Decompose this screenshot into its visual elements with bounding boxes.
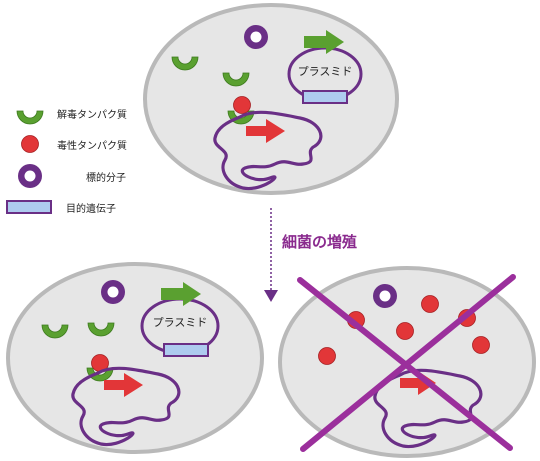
target-molecule-icon (373, 284, 397, 308)
growth-label: 細菌の増殖 (282, 233, 357, 251)
plasmid-label: プラスミド (153, 316, 208, 329)
target-molecule-icon (18, 164, 42, 188)
legend-target-label: 標的分子 (86, 171, 126, 184)
cross-line (300, 274, 516, 452)
target-molecule-icon (101, 280, 125, 304)
arrow-icon (304, 30, 344, 54)
arrow-icon (161, 282, 201, 306)
arrow-icon (246, 119, 285, 143)
legend-gene-label: 目的遺伝子 (66, 202, 116, 215)
gene-icon (6, 200, 52, 214)
toxin-icon (472, 336, 490, 354)
arrow-icon (104, 373, 143, 397)
toxin-icon (421, 295, 439, 313)
plasmid-label: プラスミド (298, 65, 353, 78)
legend-toxin-label: 毒性タンパク質 (57, 139, 127, 152)
growth-arrow: 細菌の増殖 (264, 208, 357, 302)
toxin-icon (318, 347, 336, 365)
arrow-icon (400, 371, 436, 395)
cell-bottom-right (278, 266, 536, 458)
gene-icon (163, 343, 209, 357)
toxin-icon (233, 96, 251, 114)
antitoxin-icon (16, 110, 44, 125)
arrow-down-icon (264, 290, 278, 302)
legend-antitoxin-label: 解毒タンパク質 (57, 108, 127, 121)
cell-bottom-left: プラスミド (6, 262, 264, 454)
toxin-icon (396, 322, 414, 340)
toxin-icon (21, 135, 39, 153)
cell-membrane (6, 262, 264, 454)
cell-membrane (143, 3, 399, 195)
target-molecule-icon (244, 25, 268, 49)
legend: 解毒タンパク質 毒性タンパク質 標的分子 目的遺伝子 (6, 108, 127, 215)
cell-top: プラスミド (143, 3, 399, 195)
gene-icon (302, 90, 348, 104)
